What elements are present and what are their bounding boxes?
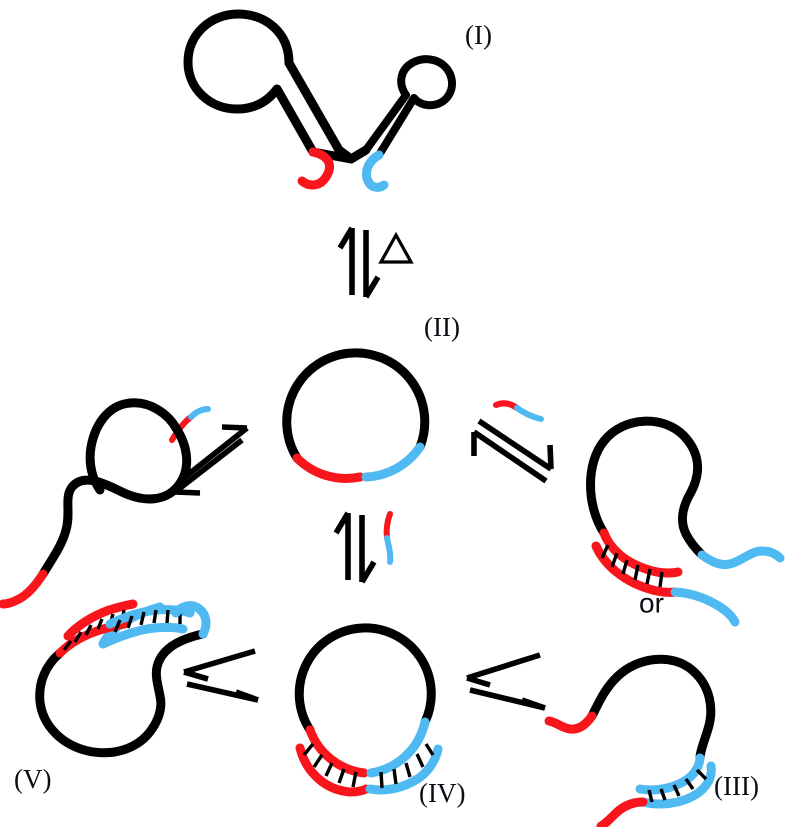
structure-IV: (IV) bbox=[294, 623, 465, 808]
structure-I-right-stem-inner bbox=[375, 94, 418, 159]
structure-V-blue-free-tail bbox=[171, 601, 211, 639]
structure-III-lower-red-tail-left bbox=[544, 711, 597, 734]
arrow-II-III-free-strand-blue-icon bbox=[514, 405, 544, 422]
structure-IV-red-partner bbox=[295, 743, 371, 797]
structure-II-red-domain bbox=[292, 453, 365, 483]
state-label-V: (V) bbox=[14, 764, 51, 794]
state-label-II: (II) bbox=[424, 312, 460, 342]
structure-III-upper-blue-tail-lower bbox=[670, 587, 740, 627]
arrow-IV-V-right-head bbox=[235, 689, 259, 703]
arrow-II-V bbox=[169, 406, 249, 496]
arrow-I-II-down-head bbox=[363, 275, 381, 299]
structure-V-lower-loop-part2 bbox=[151, 629, 208, 701]
structure-III-upper-red-loop-domain bbox=[599, 528, 683, 578]
structure-I-red-tail bbox=[297, 147, 334, 190]
structure-I-right-loop-outer bbox=[362, 55, 456, 154]
arrow-IV-III-right-head bbox=[521, 697, 546, 711]
state-label-III: (III) bbox=[714, 771, 759, 801]
arrow-IV-III-left-shaft bbox=[466, 652, 541, 681]
structure-V: (V) bbox=[0, 398, 211, 794]
structure-I-blue-tail bbox=[362, 150, 389, 192]
arrow-I-II bbox=[337, 226, 414, 299]
structure-III-lower: (III) bbox=[544, 654, 759, 827]
structure-III-upper-blue-tail-right bbox=[697, 546, 785, 570]
structure-V-blue-strand-a bbox=[98, 623, 188, 649]
arrow-IV-III-left-head bbox=[466, 675, 491, 688]
state-label-IV: (IV) bbox=[419, 778, 465, 808]
state-label-I: (I) bbox=[465, 20, 492, 50]
arrow-II-IV-free-strand-blue-icon bbox=[384, 535, 394, 565]
arrow-II-IV bbox=[333, 511, 394, 584]
structure-IV-red-domain bbox=[305, 725, 369, 778]
arrow-II-III-lr-shaft bbox=[477, 418, 553, 472]
structure-II-backbone-arc bbox=[282, 348, 430, 463]
arrow-II-V-ul-shaft bbox=[178, 425, 249, 484]
arrow-IV-III bbox=[466, 652, 546, 711]
structure-III-lower-red-tail-lower bbox=[596, 797, 648, 827]
structure-IV-backbone-arc bbox=[294, 623, 436, 735]
structure-IV-blue-domain bbox=[366, 717, 430, 778]
arrow-IV-V-left-head bbox=[183, 669, 209, 682]
structure-III-upper-backbone bbox=[586, 416, 707, 560]
arrow-II-V-ul-head bbox=[221, 424, 248, 431]
structure-IV-blue-partner bbox=[365, 744, 443, 795]
structure-III-upper-red-partner bbox=[591, 541, 680, 597]
or-connector-label: or bbox=[639, 587, 664, 618]
arrow-II-V-lr-head bbox=[174, 489, 201, 496]
structure-V-blue-base-pair-rungs bbox=[113, 609, 182, 633]
structure-V-lower-loop-part1 bbox=[35, 648, 166, 758]
arrow-II-V-lr-shaft bbox=[173, 437, 244, 495]
arrow-II-III-ul-shaft bbox=[472, 429, 548, 484]
structure-III-upper-base-pair-rungs bbox=[600, 544, 664, 588]
structure-II: (II) bbox=[282, 312, 460, 483]
arrow-I-II-up-head bbox=[337, 226, 355, 250]
structure-I-left-loop-outer bbox=[183, 9, 318, 157]
structure-IV-red-base-pair-rungs bbox=[302, 742, 358, 788]
structure-III-upper bbox=[586, 416, 785, 627]
arrow-II-IV-up-head bbox=[333, 511, 351, 535]
structure-IV-blue-base-pair-rungs bbox=[379, 743, 435, 789]
heat-delta-triangle-icon bbox=[378, 231, 414, 264]
structure-III-lower-backbone bbox=[587, 654, 716, 763]
structure-V-upper-loop-part2 bbox=[85, 398, 181, 495]
arrow-II-III bbox=[471, 400, 554, 484]
structure-II-blue-domain bbox=[361, 442, 425, 482]
structure-I: (I) bbox=[183, 9, 492, 192]
arrow-II-IV-down-head bbox=[359, 560, 377, 584]
structure-V-upper-loop-part1 bbox=[38, 423, 192, 579]
structure-III-lower-base-pair-rungs bbox=[647, 768, 708, 803]
arrow-II-III-lr-head bbox=[547, 444, 554, 470]
arrow-II-IV-free-strand-red-icon bbox=[383, 511, 393, 541]
arrow-IV-V-left-shaft bbox=[183, 648, 256, 675]
structure-V-red-strand-b bbox=[63, 599, 138, 641]
arrow-II-V-free-strand-blue-icon bbox=[188, 406, 211, 420]
structure-V-red-free-tail bbox=[0, 569, 48, 609]
structure-III-lower-blue-partner bbox=[638, 761, 716, 809]
arrow-IV-V bbox=[183, 648, 259, 703]
